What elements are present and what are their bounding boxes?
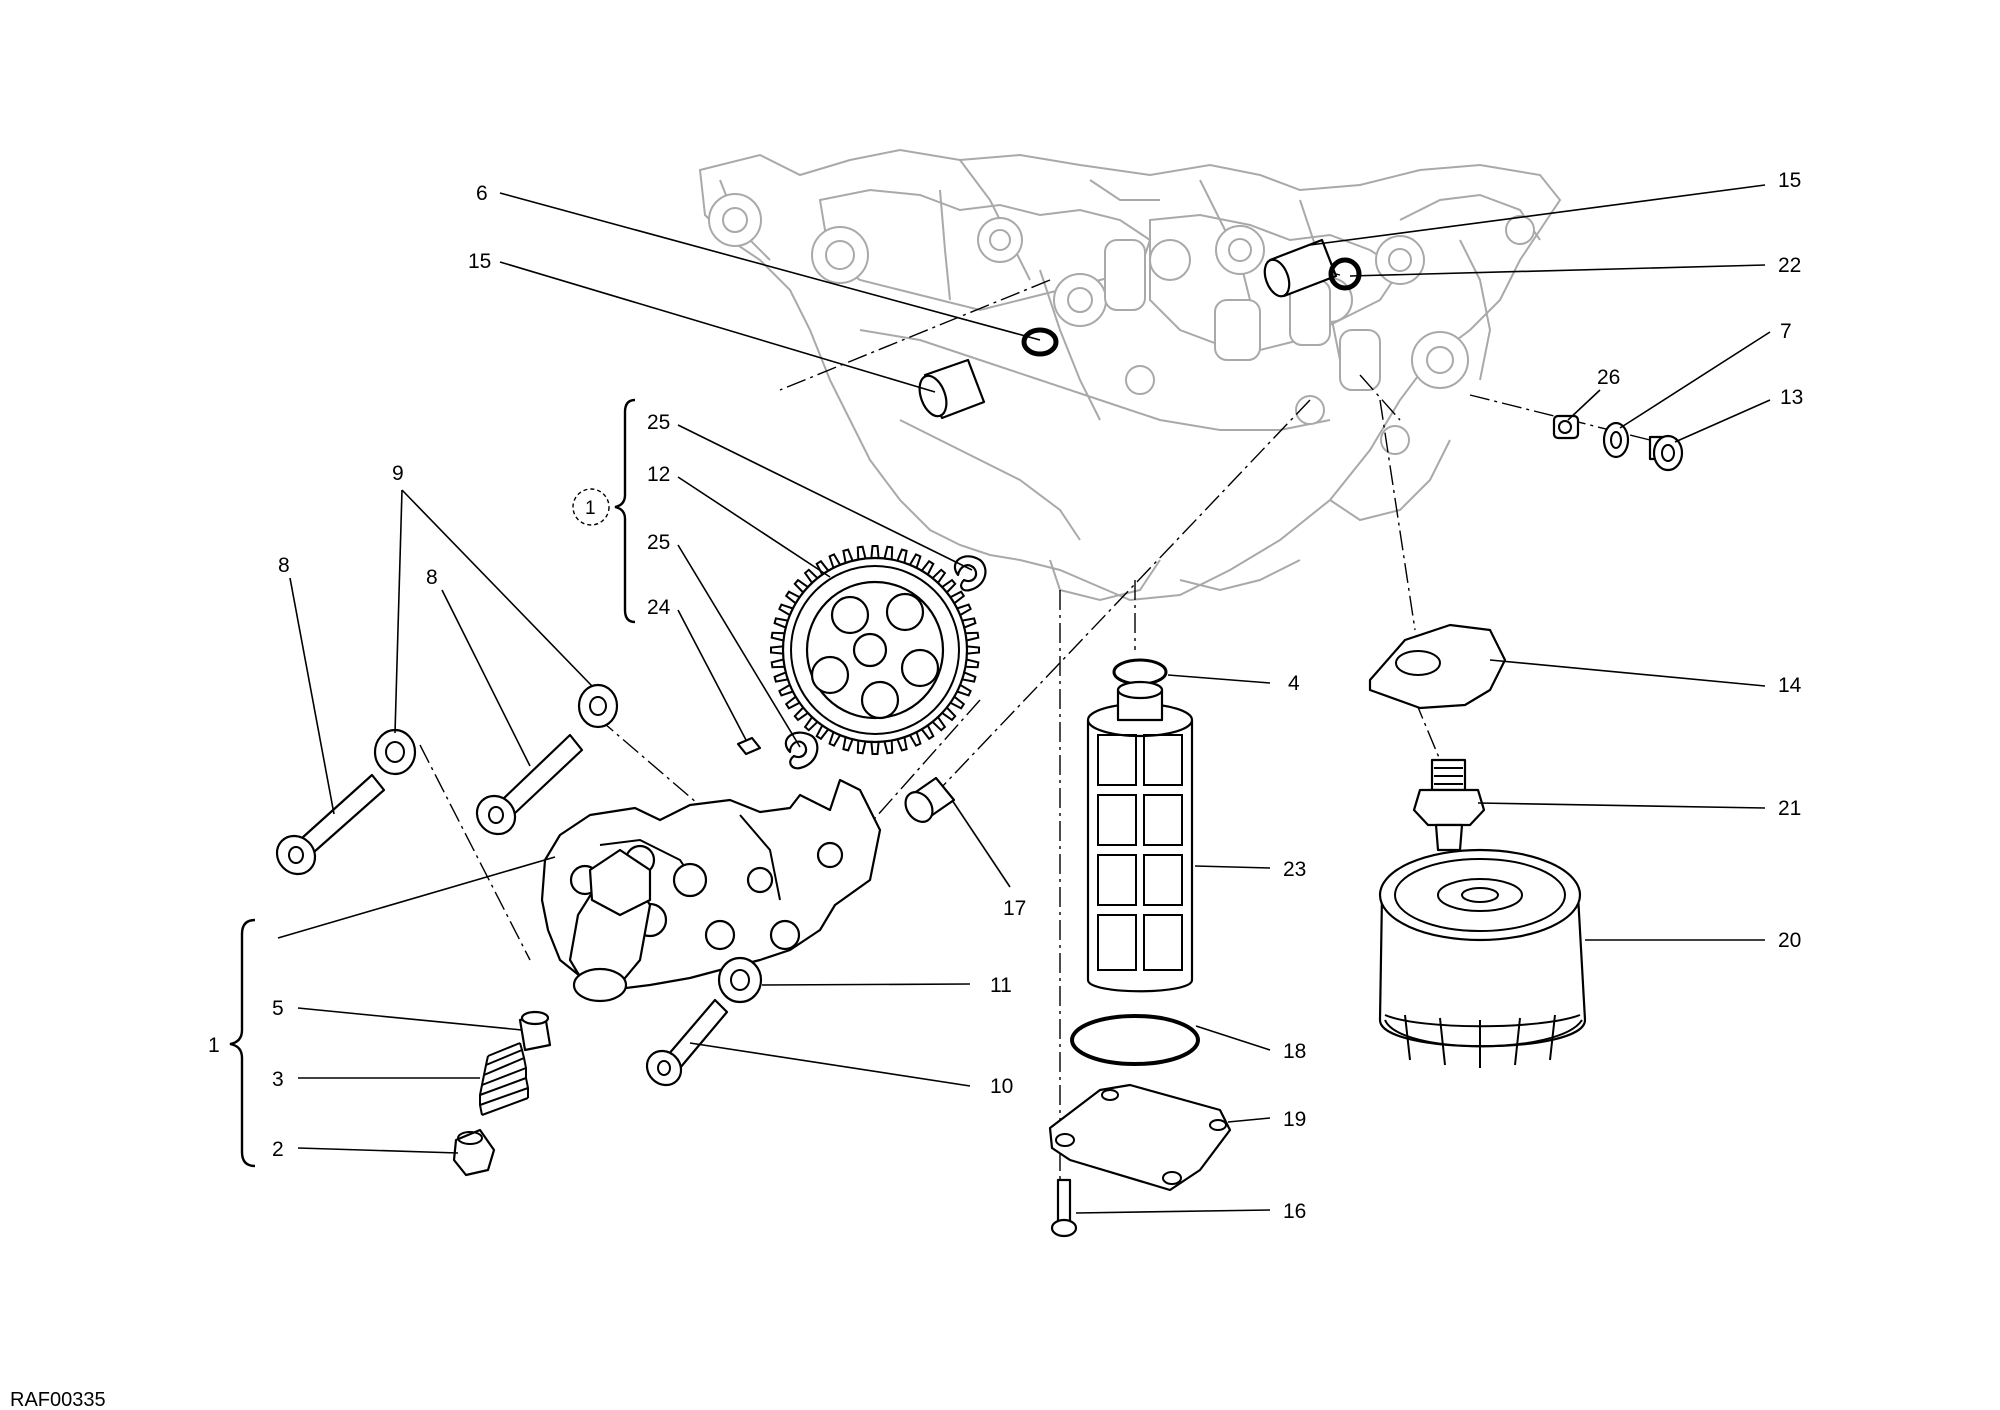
dowel-17 [904,776,956,823]
leader-lines [277,184,1771,1214]
washer-9-left [373,728,417,776]
callout-4: 4 [1288,672,1300,695]
mesh-filter-23 [1086,680,1194,993]
callout-23: 23 [1283,858,1306,881]
callout-22: 22 [1778,254,1801,277]
oil-pump-body [540,778,882,1003]
callout-10: 10 [990,1075,1013,1098]
screw-16 [1050,1178,1078,1238]
subassembly-brace [614,398,636,624]
plug-26 [1552,414,1580,440]
callout-2: 2 [272,1138,284,1161]
circlip-lower [784,731,819,770]
dowel-sleeve-upper-right [1263,238,1338,298]
washer-11 [717,956,763,1004]
oil-filter-20 [1378,848,1587,1068]
callout-14: 14 [1778,674,1802,697]
key-24 [736,736,762,756]
circlip-upper [953,555,987,592]
o-ring-18 [1070,1014,1200,1066]
callout-1: 1 [208,1034,220,1057]
callout-8-right: 8 [426,566,438,589]
callout-9: 9 [392,462,404,485]
assembly-axes [419,264,1671,1230]
o-ring-6 [1021,327,1059,357]
filter-cover-19 [1048,1083,1232,1192]
callout-18: 18 [1283,1040,1306,1063]
callout-1-subassembly: 1 [585,498,596,519]
drawing-reference-code: RAF00335 [10,1389,106,1410]
crankcase-outline [698,148,1562,602]
union-nipple-21 [1412,758,1486,852]
bolt-8-right [475,733,584,836]
gear-teeth [770,545,980,755]
plate-14 [1368,623,1507,710]
bolt-10 [645,998,729,1087]
bolt-8-left [275,773,386,876]
callout-3: 3 [272,1068,284,1091]
callout-15-right: 15 [1778,169,1801,192]
callout-numbers: 6 15 15 22 26 7 13 25 12 25 24 1 9 8 8 4… [208,169,1803,1223]
screw-13 [1648,434,1684,472]
dowel-sleeve-left [918,358,986,420]
callout-15-left: 15 [468,250,491,273]
washer-9-right [577,683,619,729]
callout-13: 13 [1780,386,1803,409]
callout-7: 7 [1780,320,1792,343]
o-ring-22 [1328,257,1362,291]
callout-12: 12 [647,463,670,486]
callout-21: 21 [1778,797,1801,820]
callout-5: 5 [272,997,284,1020]
callout-20: 20 [1778,929,1801,952]
callout-6: 6 [476,182,488,205]
plug-2 [452,1128,496,1177]
callout-11: 11 [990,974,1012,997]
pump-assembly-brace [229,918,256,1168]
relief-valve-5 [518,1010,552,1052]
callout-16: 16 [1283,1200,1306,1223]
washer-7 [1602,421,1630,459]
callout-25-lower: 25 [647,531,670,554]
gear-12 [770,545,980,755]
callout-25-upper: 25 [647,411,670,434]
subassembly-ref-circle [572,488,610,526]
callout-17: 17 [1003,897,1026,920]
callout-24: 24 [647,596,671,619]
callout-19: 19 [1283,1108,1306,1131]
spring-3 [479,1042,529,1116]
o-ring-4 [1112,658,1168,686]
callout-8-left: 8 [278,554,290,577]
callout-26: 26 [1597,366,1620,389]
